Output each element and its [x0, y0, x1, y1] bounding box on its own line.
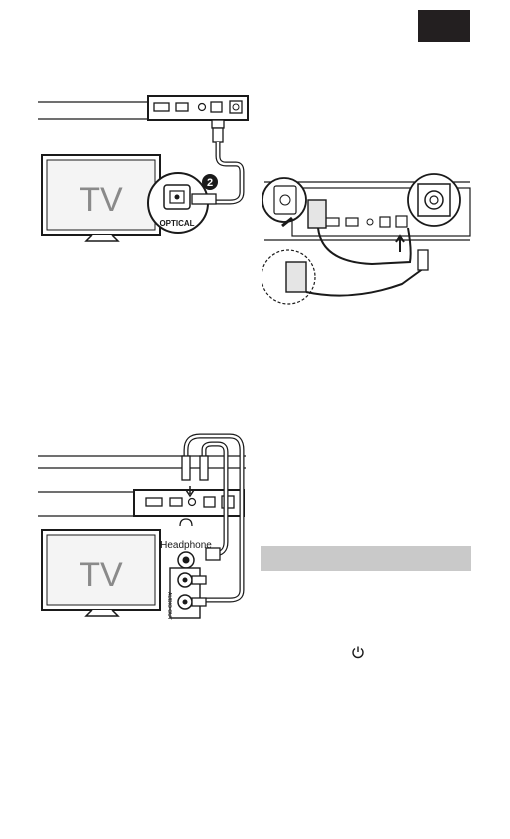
headphone-label: Headphone	[160, 540, 212, 551]
step-badge: 2	[207, 177, 213, 189]
optical-port-label: OPTICAL	[159, 219, 194, 228]
section-header-bar	[261, 546, 471, 571]
audio-out-label: AUDIO OUT	[166, 592, 172, 620]
power-connection-diagram	[262, 172, 472, 307]
power-icon	[351, 645, 365, 659]
optical-connection-diagram: TV OPTICAL 2	[30, 90, 260, 260]
aux-connection-diagram: TV Headphone AUDIO OUT	[30, 430, 260, 622]
tv-label: TV	[79, 556, 123, 594]
language-tab	[418, 10, 470, 42]
tv-label: TV	[79, 181, 123, 219]
